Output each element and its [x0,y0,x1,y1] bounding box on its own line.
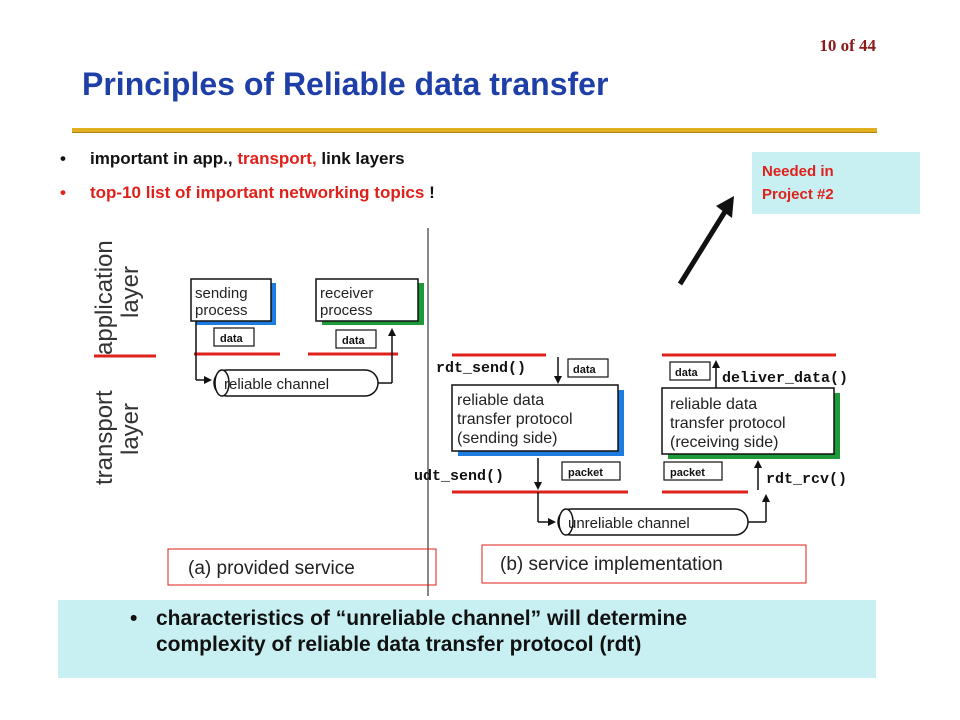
characteristics-callout: • characteristics of “unreliable channel… [58,600,876,678]
recv-protocol-line3: (receiving side) [670,434,778,451]
note-line-1: Needed in [762,163,834,180]
data-tag-rdt-send [567,358,609,378]
note-pointer-arrowhead [716,196,734,218]
title-underline [72,128,877,133]
bullet-dot: • [130,607,138,630]
bullet-1-highlight: transport, [237,149,317,168]
callout-line-1: characteristics of “unreliable channel” … [156,607,688,630]
data-tag-recv [335,329,377,349]
data-tag-rdt-send-label: data [573,364,597,376]
receiver-process-line2: process [320,302,373,319]
recv-protocol-line2: transfer protocol [670,415,786,432]
bullet-top10: • top-10 list of important networking top… [60,183,435,203]
receiver-process-box [315,278,419,322]
data-tag-send [213,327,255,347]
receiver-process-line1: receiver [320,285,373,302]
reliable-channel-label: reliable channel [224,376,329,393]
sending-process-line2: process [195,302,248,319]
caption-b-frame [481,544,807,584]
udt-send-call: udt_send() [414,468,504,485]
caption-a: (a) provided service [188,558,355,579]
label-app-layer: layer [117,266,144,318]
bullet-2-exclaim: ! [429,183,435,202]
recv-protocol-line1: reliable data [670,396,757,413]
send-protocol-line3: (sending side) [457,430,558,447]
callout-line-2: complexity of reliable data transfer pro… [156,633,642,656]
sending-process-box [190,278,272,322]
bullet-1-text: important in app., [90,149,238,168]
data-tag-deliver-label: data [675,367,699,379]
note-line-2: Project #2 [762,186,834,203]
slide-title: Principles of Reliable data transfer [82,66,609,102]
project-note: Needed in Project #2 [752,152,920,214]
unreliable-channel-label: unreliable channel [568,515,690,532]
unreliable-channel-end [558,508,574,536]
deliver-data-call: deliver_data() [722,370,848,387]
packet-tag-send-label: packet [568,467,603,479]
packet-tag-recv-label: packet [670,467,705,479]
caption-b: (b) service implementation [500,554,723,575]
label-application: application [91,240,118,355]
sending-process-line1: sending [195,285,248,302]
recv-protocol-box [661,387,835,455]
note-pointer-arrow [677,208,729,286]
send-protocol-line2: transfer protocol [457,411,573,428]
bullet-layers: • important in app., transport, link laye… [60,149,405,169]
send-protocol-line1: reliable data [457,392,544,409]
bullet-1-tail: link layers [316,149,405,168]
packet-tag-recv [663,461,723,481]
bullet-dot: • [60,183,66,202]
slide-number: 10 of 44 [819,36,876,55]
rdt-rcv-call: rdt_rcv() [766,471,847,488]
label-trans-layer: layer [117,403,144,455]
bullet-dot: • [60,149,66,168]
data-tag-send-label: data [220,333,244,345]
packet-tag-send [561,461,621,481]
data-tag-deliver [669,361,711,381]
rdt-send-call: rdt_send() [436,360,526,377]
send-protocol-box [451,384,619,452]
caption-a-frame [167,548,437,586]
data-tag-recv-label: data [342,335,366,347]
reliable-channel-end [214,369,230,397]
bullet-2-text: top-10 list of important networking topi… [90,183,430,202]
label-transport: transport [91,390,118,485]
